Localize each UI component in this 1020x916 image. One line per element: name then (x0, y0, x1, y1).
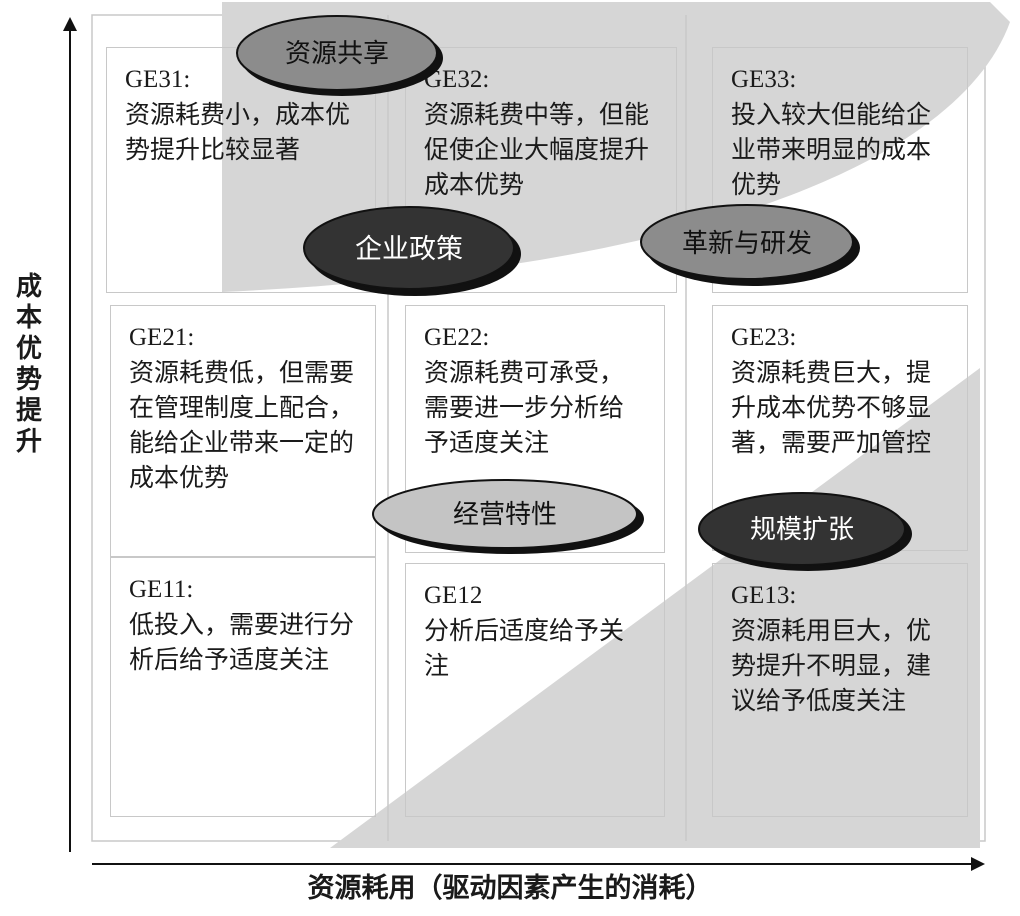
cell-ge11: GE11: 低投入，需要进行分析后给予适度关注 (110, 557, 376, 817)
cell-code: GE23: (731, 324, 797, 351)
cell-ge21: GE21: 资源耗费低，但需要在管理制度上配合，能给企业带来一定的成本优势 (110, 305, 376, 557)
cell-code: GE31: (125, 66, 191, 93)
cell-text: 投入较大但能给企业带来明显的成本优势 (731, 100, 932, 199)
cell-code: GE11: (129, 576, 194, 603)
cell-text: 资源耗费小，成本优势提升比较显著 (125, 100, 351, 164)
y-axis-label: 成本优势提升 (15, 272, 42, 457)
cell-code: GE22: (424, 324, 490, 351)
cell-text: 资源耗用巨大，优势提升不明显，建议给予低度关注 (731, 616, 932, 715)
cell-code: GE13: (731, 582, 797, 609)
x-axis-label: 资源耗用（驱动因素产生的消耗） (307, 873, 713, 904)
cell-text: 资源耗费巨大，提升成本优势不够显著，需要严加管控 (731, 358, 932, 457)
cell-text: 低投入，需要进行分析后给予适度关注 (129, 610, 355, 674)
cell-text: 资源耗费低，但需要在管理制度上配合，能给企业带来一定的成本优势 (129, 358, 355, 492)
cell-code: GE12 (424, 582, 483, 609)
cell-ge33: GE33: 投入较大但能给企业带来明显的成本优势 (712, 47, 968, 293)
cell-ge23: GE23: 资源耗费巨大，提升成本优势不够显著，需要严加管控 (712, 305, 968, 551)
cell-code: GE33: (731, 66, 797, 93)
cell-ge12: GE12 分析后适度给予关注 (405, 563, 665, 817)
cell-text: 资源耗费中等，但能促使企业大幅度提升成本优势 (424, 100, 650, 199)
cell-ge22: GE22: 资源耗费可承受，需要进一步分析给予适度关注 (405, 305, 665, 553)
cell-ge31: GE31: 资源耗费小，成本优势提升比较显著 (106, 47, 376, 293)
cell-code: GE32: (424, 66, 490, 93)
cell-text: 分析后适度给予关注 (424, 616, 625, 680)
lower-shaded-triangle (330, 368, 980, 848)
cell-ge13: GE13: 资源耗用巨大，优势提升不明显，建议给予低度关注 (712, 563, 968, 817)
cell-code: GE21: (129, 324, 195, 351)
cell-text: 资源耗费可承受，需要进一步分析给予适度关注 (424, 358, 625, 457)
cell-ge32: GE32: 资源耗费中等，但能促使企业大幅度提升成本优势 (405, 47, 677, 293)
